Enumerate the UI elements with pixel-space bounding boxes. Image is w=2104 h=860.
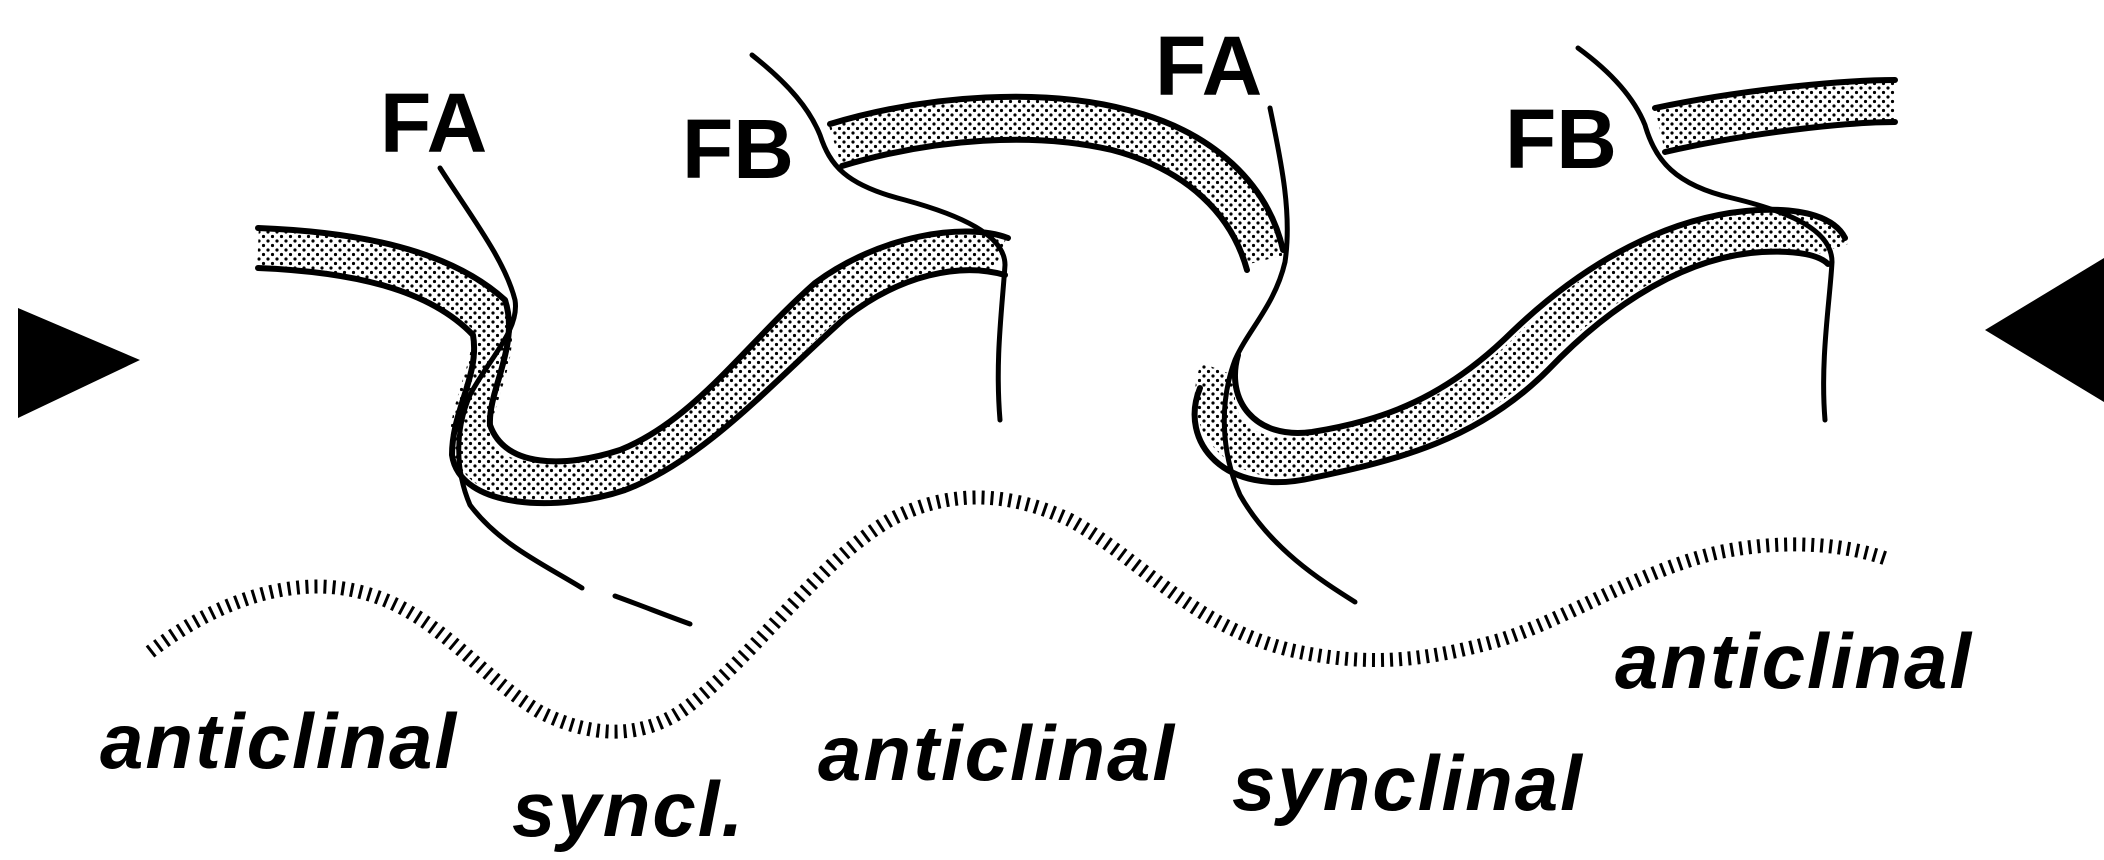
fault-label-fa-right: FA [1155, 19, 1262, 113]
fault-fa-left [440, 168, 582, 588]
left-compression-arrow [18, 308, 140, 418]
fault-fa-left-tip [615, 596, 690, 624]
fold-label-anticlinal-2: anticlinal [818, 709, 1176, 797]
bed-segment-3 [1215, 230, 1830, 458]
fold-label-syncl: syncl. [512, 765, 745, 853]
fold-label-anticlinal-3: anticlinal [1615, 617, 1973, 705]
right-compression-arrow [1985, 258, 2104, 402]
fault-label-fb-right: FB [1505, 92, 1617, 186]
fold-label-synclinal: synclinal [1232, 739, 1584, 827]
fault-label-fb-left: FB [682, 102, 794, 196]
fold-label-anticlinal-1: anticlinal [100, 697, 458, 785]
fault-label-fa-left: FA [380, 76, 487, 170]
